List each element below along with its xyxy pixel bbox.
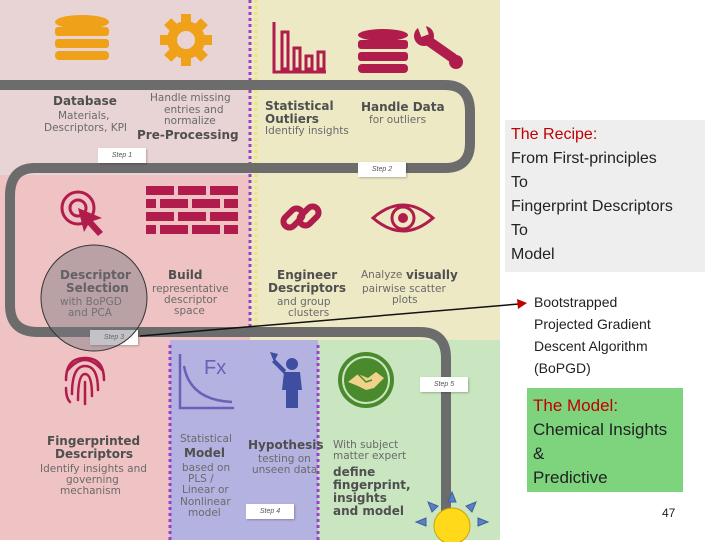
bopgd-line-2: Projected Gradient: [534, 316, 651, 332]
analyze-sub-2: plots: [392, 294, 418, 306]
build-sub-2: descriptor: [164, 294, 218, 306]
model-sub-3: Linear or: [182, 484, 229, 496]
engineer-sub-2: clusters: [288, 307, 330, 319]
highlight-circle: [40, 244, 148, 352]
step1-card: Step 1: [98, 148, 146, 163]
expert-sub-2: matter expert: [333, 450, 407, 462]
define-title-2: fingerprint,: [333, 478, 411, 492]
hypothesis-title: Hypothesis: [248, 438, 324, 452]
model-sub-5: model: [188, 507, 221, 519]
model-title: Model: [184, 446, 226, 460]
recipe-line-2: From First-principles: [511, 150, 657, 167]
model-box-line-1: Chemical Insights: [533, 420, 668, 439]
handle-missing-2: entries and: [164, 104, 224, 116]
model-box: The Model: Chemical Insights & Predictiv…: [527, 388, 683, 492]
hypothesis-sub-1: testing on: [258, 453, 311, 465]
step3-card: Step 3: [90, 330, 138, 345]
database-icon: [358, 29, 408, 73]
step2-card: Step 2: [358, 162, 406, 177]
model-box-line-3: Predictive: [533, 468, 608, 487]
bopgd-line-1: Bootstrapped: [534, 294, 618, 310]
analyze-visually: visually: [406, 268, 458, 282]
gear-icon: [160, 14, 212, 66]
chain-link-icon: [280, 203, 322, 231]
expert-sub-1: With subject: [333, 439, 399, 451]
build-title: Build: [168, 268, 203, 282]
selection-sub-1: with BoPGD: [60, 297, 122, 308]
recipe-line-5: To: [511, 222, 528, 239]
fingerprint-sub-2: governing: [66, 474, 119, 486]
outliers-subtitle: Identify insights: [265, 125, 349, 137]
analyze-prefix: Analyze: [361, 269, 403, 281]
define-title-1: define: [333, 465, 376, 479]
bopgd-line-3: Descent Algorithm: [534, 338, 648, 354]
fingerprint-title-1: Fingerprinted: [47, 434, 141, 448]
model-box-line-2: &: [533, 444, 545, 463]
eye-icon: [370, 203, 436, 233]
model-box-heading: The Model:: [533, 396, 619, 415]
selection-title-1: Descriptor: [60, 269, 131, 282]
bopgd-line-4: (BoPGD): [534, 360, 591, 376]
define-title-4: and model: [333, 504, 404, 518]
person-idea-icon: [270, 352, 302, 408]
function-graph-icon: Fx: [178, 354, 234, 410]
step5-card: Step 5: [420, 377, 468, 392]
handle-missing-3: normalize: [164, 115, 216, 127]
recipe-line-4: Fingerprint Descriptors: [511, 198, 673, 215]
outliers-title-1: Statistical: [265, 99, 334, 113]
step4-card: Step 4: [246, 504, 294, 519]
define-title-3: insights: [333, 491, 387, 505]
bopgd-note: Bootstrapped Projected Gradient Descent …: [534, 294, 709, 384]
recipe-line-3: To: [511, 174, 528, 191]
model-sub-4: Nonlinear: [180, 496, 231, 508]
page-number: 47: [662, 506, 676, 520]
model-prefix: Statistical: [180, 433, 232, 445]
selection-title-2: Selection: [66, 282, 129, 295]
handshake-icon: [338, 352, 394, 408]
handle-data-subtitle: for outliers: [369, 114, 427, 126]
fingerprint-sub-3: mechanism: [60, 485, 121, 497]
fingerprint-sub-1: Identify insights and: [40, 463, 147, 475]
wrench-icon: [414, 22, 463, 69]
engineer-sub-1: and group: [277, 296, 331, 308]
hypothesis-sub-2: unseen data: [252, 464, 318, 476]
engineer-title-1: Engineer: [277, 268, 338, 282]
engineer-title-2: Descriptors: [268, 281, 347, 295]
fingerprint-title-2: Descriptors: [55, 447, 134, 461]
sun-icon: [414, 490, 490, 542]
model-sub-2: PLS /: [188, 473, 214, 485]
step3-right-panel: [250, 175, 500, 340]
build-sub-1: representative: [152, 283, 229, 295]
build-sub-3: space: [174, 305, 205, 317]
database-icon: [55, 15, 109, 60]
pointer-click-icon: [60, 190, 103, 236]
preprocessing-title: Pre-Processing: [137, 128, 239, 142]
handle-data-title: Handle Data: [361, 100, 445, 114]
handle-missing-1: Handle missing: [150, 92, 231, 104]
database-subtitle-1: Materials,: [58, 110, 110, 122]
database-subtitle-2: Descriptors, KPI: [44, 122, 128, 134]
fingerprint-icon: [64, 356, 106, 406]
selection-sub-2: and PCA: [68, 308, 112, 319]
recipe-heading: The Recipe:: [511, 126, 598, 143]
outliers-title-2: Outliers: [265, 112, 319, 126]
database-title: Database: [53, 94, 117, 108]
analyze-sub-1: pairwise scatter: [362, 283, 446, 295]
model-sub-1: based on: [182, 462, 231, 474]
recipe-box: The Recipe: From First-principles To Fin…: [505, 120, 705, 272]
recipe-line-6: Model: [511, 246, 555, 263]
brick-wall-icon: [146, 186, 238, 234]
fx-label: Fx: [204, 357, 226, 379]
bar-chart-icon: [272, 22, 326, 74]
